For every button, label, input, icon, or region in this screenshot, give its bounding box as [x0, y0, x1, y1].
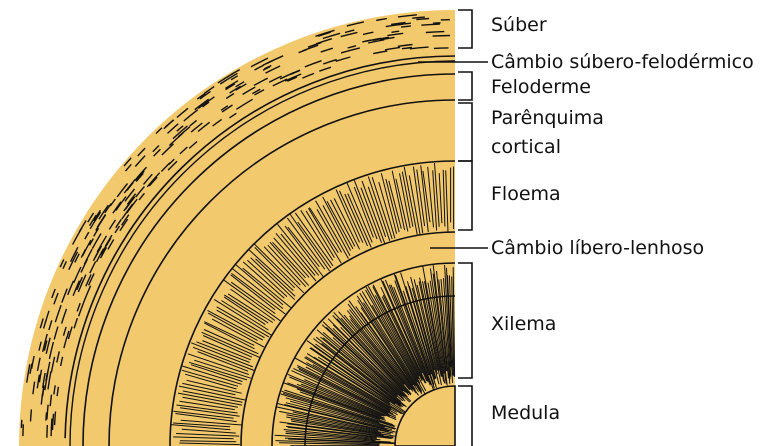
suber-dash [55, 412, 56, 426]
label-cortical: cortical [491, 136, 561, 158]
parenquima-bracket [458, 103, 472, 161]
label-cambio-subero-felodermico: Câmbio súbero-felodérmico [491, 51, 754, 73]
label-parenquima: Parênquima [491, 107, 604, 129]
label-xilema: Xilema [491, 313, 556, 335]
label-medula: Medula [491, 402, 560, 424]
floema-bracket [458, 161, 472, 230]
label-floema: Floema [491, 183, 561, 205]
suber-dash [434, 48, 449, 49]
suber-dash [46, 413, 47, 421]
label-feloderme: Feloderme [491, 76, 591, 98]
suber-dash [51, 419, 52, 437]
label-suber: Súber [491, 14, 547, 36]
xilema-bracket [458, 263, 472, 378]
diagram-labels: Súber Câmbio súbero-felodérmico Feloderm… [491, 14, 754, 424]
suber-dash [31, 409, 32, 421]
suber-bracket [458, 10, 472, 48]
suber-dash [426, 32, 445, 33]
label-cambio-libero-lenhoso: Câmbio líbero-lenhoso [491, 237, 704, 259]
medula-bracket [458, 386, 472, 446]
suber-dash [433, 36, 450, 37]
feloderme-bracket [458, 72, 472, 100]
